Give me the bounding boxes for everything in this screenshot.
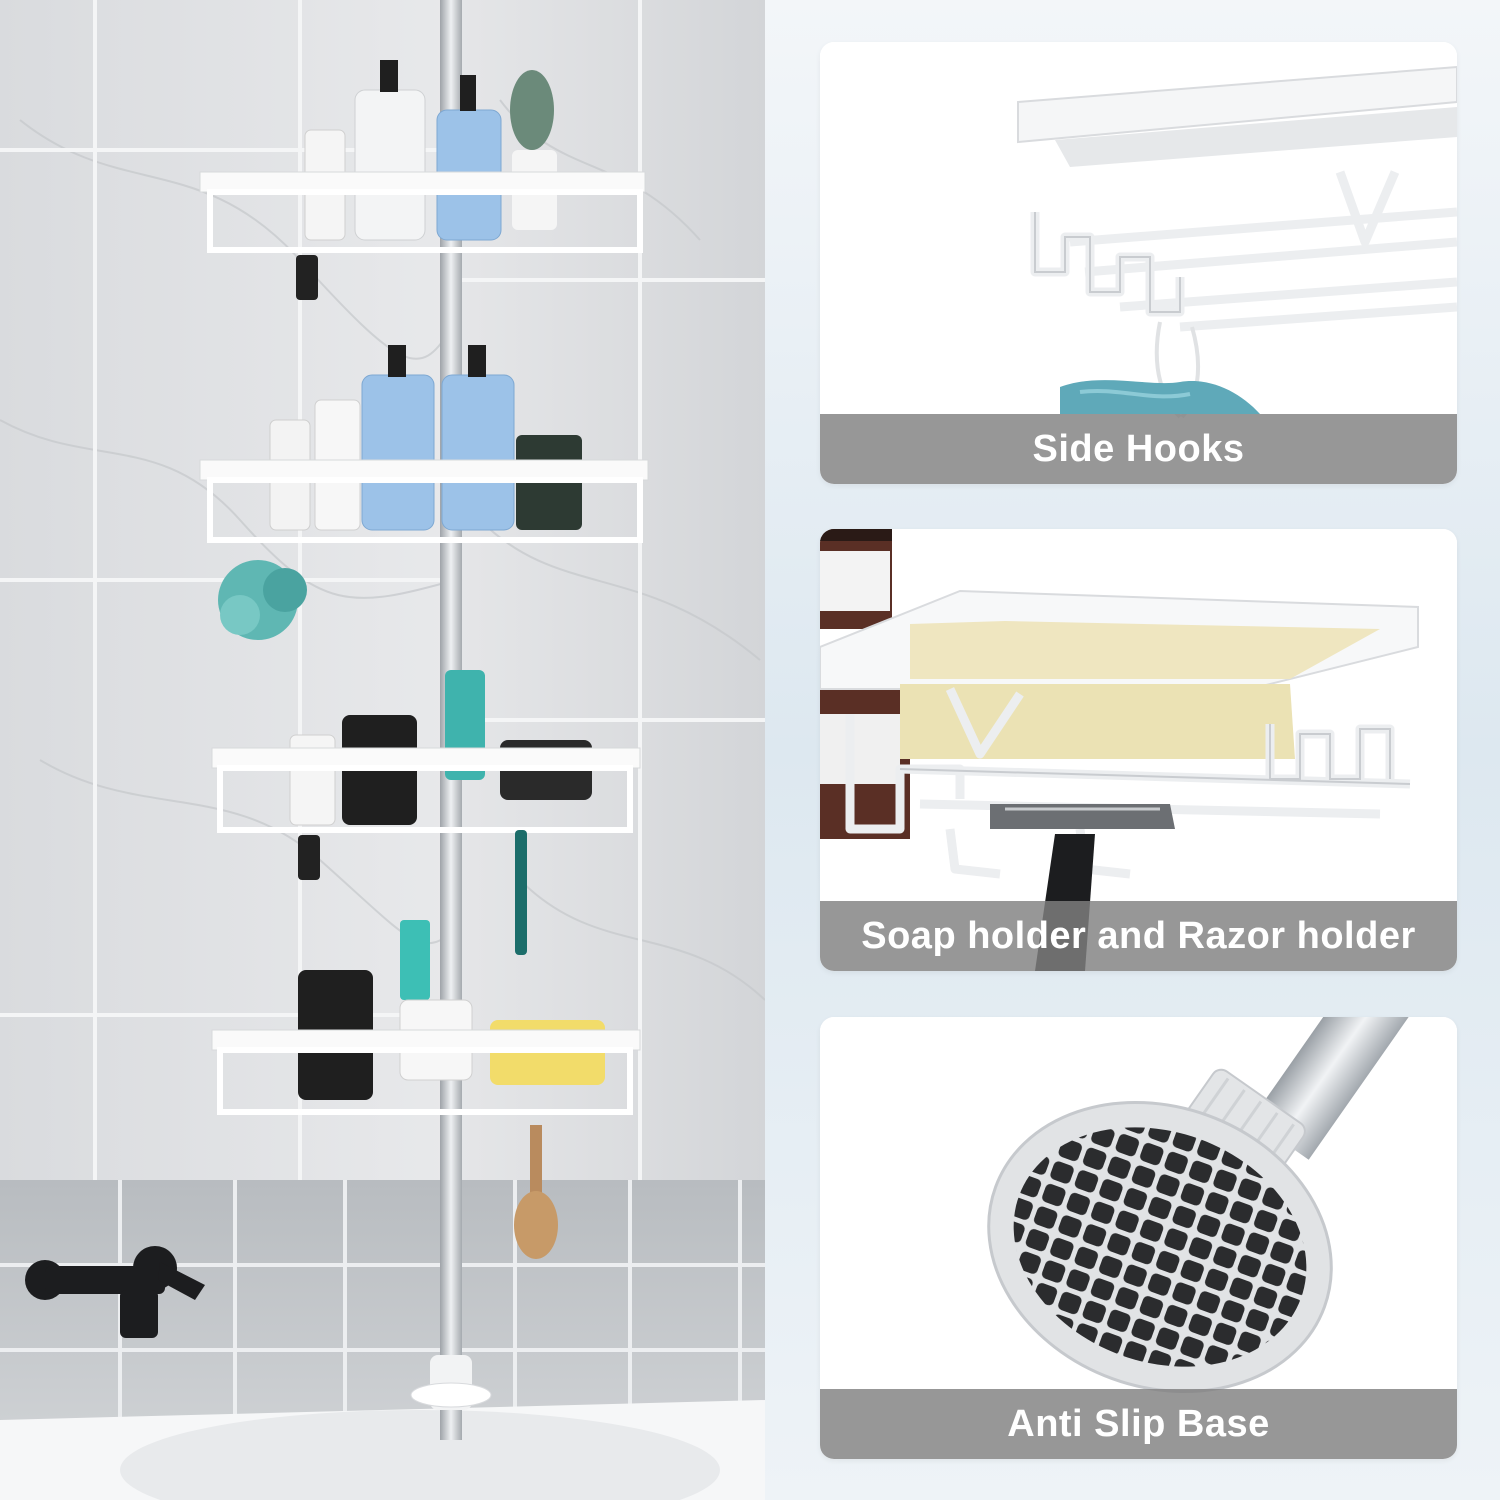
shower-caddy-photo	[0, 0, 765, 1500]
feature-caption: Soap holder and Razor holder	[820, 901, 1457, 971]
anti-slip-base-icon	[820, 1017, 1457, 1459]
feature-card-soap-razor-holder: Soap holder and Razor holder	[820, 529, 1457, 971]
feature-caption: Side Hooks	[820, 414, 1457, 484]
feature-panel: Side Hooks	[765, 0, 1500, 1500]
feature-card-anti-slip-base: Anti Slip Base	[820, 1017, 1457, 1459]
soap-razor-holder-icon	[820, 529, 1457, 971]
side-hooks-icon	[820, 42, 1457, 484]
feature-card-side-hooks: Side Hooks	[820, 42, 1457, 484]
feature-caption: Anti Slip Base	[820, 1389, 1457, 1459]
